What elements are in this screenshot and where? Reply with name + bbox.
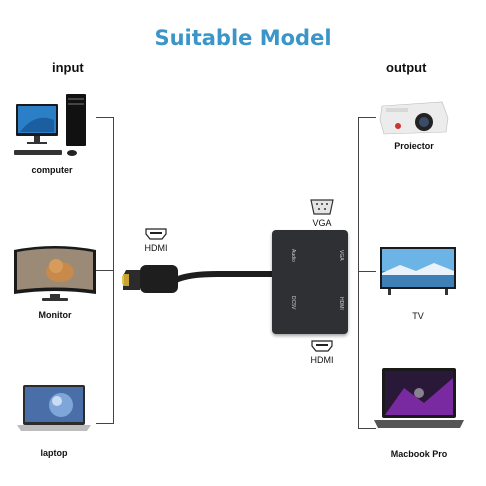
- computer-label: computer: [31, 165, 73, 175]
- laptop-icon: [17, 385, 91, 431]
- input-bracket-bottom: [96, 423, 114, 424]
- output-bracket-bottom: [358, 428, 376, 429]
- projector-icon: [379, 101, 449, 135]
- vga-icon: [310, 199, 334, 215]
- hdmi-output-label: HDMI: [310, 355, 334, 365]
- input-heading: input: [52, 60, 84, 75]
- input-bracket-middle: [96, 270, 114, 271]
- vga-label: VGA: [312, 218, 332, 228]
- adapter-vga-port-label: VGA: [338, 249, 344, 261]
- monitor-label: Monitor: [38, 310, 72, 320]
- output-bracket-vertical: [358, 117, 359, 428]
- adapter-hdmi-port-label: HDMI: [338, 296, 344, 310]
- hdmi-icon: [311, 340, 333, 352]
- hdmi-input-label: HDMI: [144, 243, 168, 253]
- macbook-label: Macbook Pro: [390, 449, 448, 459]
- adapter-dc5v-label: DC5V: [290, 296, 296, 310]
- monitor-icon: [14, 246, 96, 301]
- hdmi-icon: [145, 228, 167, 240]
- output-heading: output: [386, 60, 427, 75]
- input-bracket-top: [96, 117, 114, 118]
- adapter-box: [272, 230, 348, 334]
- output-bracket-middle: [358, 271, 376, 272]
- macbook-icon: [374, 368, 464, 428]
- tv-label: TV: [412, 311, 424, 321]
- computer-icon: [14, 94, 86, 156]
- laptop-label: laptop: [40, 448, 68, 458]
- hdmi-cable: [122, 265, 278, 293]
- output-bracket-top: [358, 117, 376, 118]
- tv-icon: [380, 247, 456, 295]
- projector-label: Proiector: [394, 141, 434, 151]
- adapter-audio-label: Audio: [290, 248, 296, 262]
- page-title: Suitable Model: [154, 26, 332, 50]
